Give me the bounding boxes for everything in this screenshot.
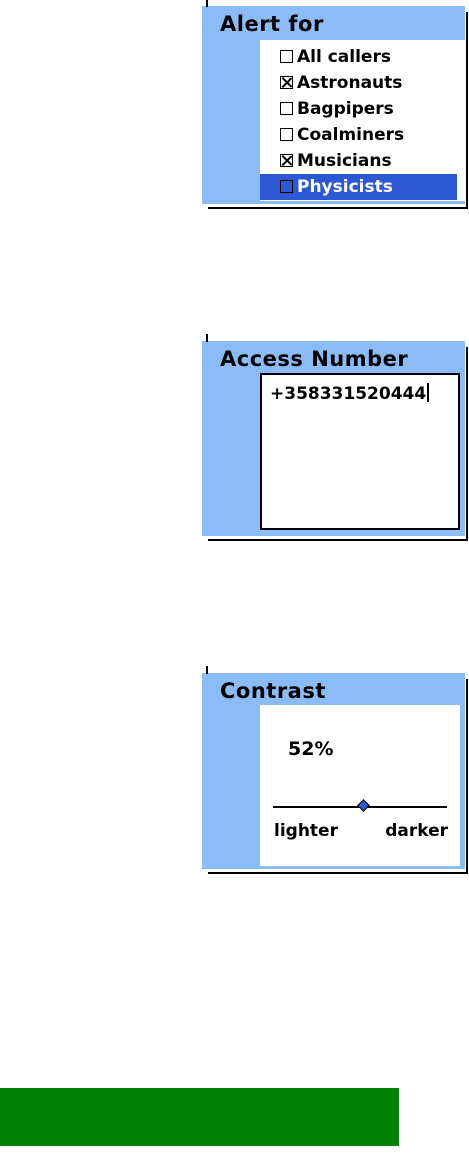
access-number-text: +358331520444 — [270, 384, 427, 404]
dialog-shadow-right — [466, 12, 468, 209]
dialog-shadow-bottom — [208, 207, 468, 209]
alert-for-dialog: Alert for All callers Astronauts Bagpipe… — [202, 0, 468, 209]
list-item-bagpipers[interactable]: Bagpipers — [260, 96, 457, 122]
list-item-coalminers[interactable]: Coalminers — [260, 122, 457, 148]
list-item-all-callers[interactable]: All callers — [260, 44, 457, 70]
list-item-physicists[interactable]: Physicists — [260, 174, 457, 200]
text-caret — [427, 383, 429, 402]
checkbox-checked[interactable] — [280, 154, 293, 167]
list-item-label: All callers — [297, 47, 391, 67]
dialog-shadow-bottom — [208, 539, 468, 541]
contrast-dialog: Contrast 52% lighter darker — [202, 666, 468, 874]
dialog-title: Alert for — [220, 12, 324, 36]
checkbox[interactable] — [280, 128, 293, 141]
list-item-label: Musicians — [297, 151, 392, 171]
checkbox[interactable] — [280, 102, 293, 115]
footer-bar — [0, 1088, 399, 1146]
dialog-title: Contrast — [220, 679, 326, 703]
list-item-label: Physicists — [297, 177, 393, 197]
list-item-astronauts[interactable]: Astronauts — [260, 70, 457, 96]
contrast-panel: 52% lighter darker — [260, 705, 460, 866]
contrast-percent: 52% — [288, 738, 334, 760]
checkbox-checked[interactable] — [280, 76, 293, 89]
slider-max-label: darker — [385, 821, 448, 841]
slider-thumb[interactable] — [357, 799, 370, 812]
slider-min-label: lighter — [274, 821, 338, 841]
alert-list: All callers Astronauts Bagpipers Coalmin… — [260, 40, 465, 201]
checkbox[interactable] — [280, 50, 293, 63]
access-number-input[interactable]: +358331520444 — [260, 373, 460, 530]
list-item-musicians[interactable]: Musicians — [260, 148, 457, 174]
dialog-shadow-bottom — [208, 872, 468, 874]
dialog-top-tick — [206, 0, 208, 7]
dialog-top-tick — [206, 334, 208, 342]
list-item-label: Bagpipers — [297, 99, 394, 119]
access-number-dialog: Access Number +358331520444 — [202, 334, 468, 541]
access-number-value: +358331520444 — [270, 383, 429, 404]
dialog-top-tick — [206, 666, 208, 674]
checkbox[interactable] — [280, 180, 293, 193]
dialog-shadow-right — [466, 679, 468, 874]
list-item-label: Coalminers — [297, 125, 405, 145]
dialog-title: Access Number — [220, 347, 409, 371]
list-item-label: Astronauts — [297, 73, 403, 93]
dialog-shadow-right — [466, 347, 468, 541]
